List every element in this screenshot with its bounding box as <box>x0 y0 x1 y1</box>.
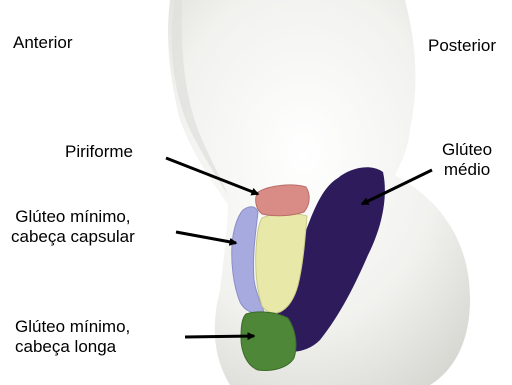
gluteo-minimo-longa-label: Glúteo mínimo, cabeça longa <box>12 316 133 359</box>
gluteo-minimo-longa-insertion <box>241 312 296 371</box>
gluteo-medio-label: Glúteo médio <box>442 140 492 180</box>
piriforme-label: Piriforme <box>62 141 136 164</box>
anterior-label: Anterior <box>10 32 76 55</box>
gluteo-minimo-longa-arrow <box>185 336 254 337</box>
gluteo-minimo-capsular-label: Glúteo mínimo, cabeça capsular <box>8 206 138 249</box>
posterior-label: Posterior <box>428 36 496 56</box>
piriforme-insertion <box>256 185 310 216</box>
